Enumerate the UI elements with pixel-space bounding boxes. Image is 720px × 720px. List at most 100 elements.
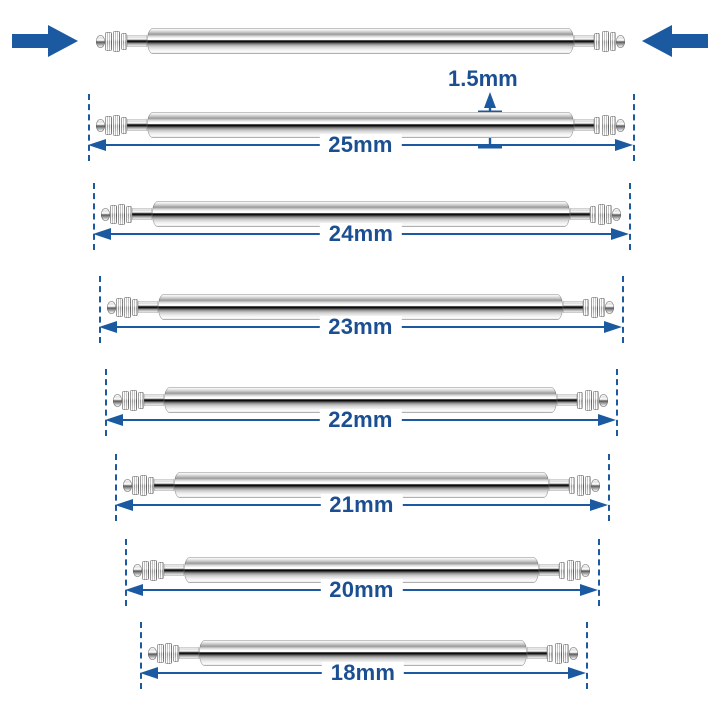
spring-bar-collar (559, 561, 565, 579)
arrow-right-icon (12, 25, 78, 57)
spring-bar-body (199, 640, 527, 666)
dimension-extension-line-right (622, 276, 624, 343)
spring-bar-tip (605, 300, 614, 314)
spring-bar-collar (576, 474, 584, 496)
spring-bar-collar (590, 296, 598, 318)
spring-bar-collar (139, 474, 147, 496)
spring-bar-collar (601, 30, 609, 52)
spring-bar-collar (147, 476, 154, 494)
dimension-line: 18mm (140, 662, 586, 684)
dimension-label: 23mm (319, 316, 402, 338)
spring-bar-collar (157, 643, 164, 663)
spring-bar-tip (96, 118, 105, 132)
dimension-line: 21mm (115, 494, 608, 516)
spring-bar-collar (594, 116, 600, 134)
dimension-arrowhead-right (580, 584, 598, 596)
dimension-arrowhead-right (604, 321, 622, 333)
dimension-extension-line-right (598, 539, 600, 606)
spring-bar-shaft (549, 479, 569, 491)
dimension-extension-line-left (93, 183, 95, 250)
spring-bar-graphic (148, 634, 578, 672)
spring-bar-collar (609, 115, 616, 135)
dimension-label: 24mm (319, 223, 403, 245)
spring-bar-collar (562, 643, 569, 663)
dimension-extension-line-left (88, 94, 90, 161)
thickness-label: 1.5mm (448, 66, 518, 91)
spring-bar (133, 551, 590, 589)
spring-bar (107, 288, 614, 326)
spring-bar-tip (123, 478, 132, 492)
dimension-arrowhead-right (598, 414, 616, 426)
dimension-line: 20mm (125, 579, 598, 601)
spring-bar-body (174, 472, 549, 498)
spring-bar-tip (107, 300, 116, 314)
spring-bar-collar (584, 389, 592, 411)
dimension-arrowhead-left (93, 228, 111, 240)
dimension-arrowhead-right (611, 228, 629, 240)
spring-bar-collar (112, 114, 120, 136)
spring-bar-tip (616, 34, 625, 48)
spring-bar-body (164, 387, 557, 413)
spring-bar-shaft (127, 35, 147, 47)
spring-bar-tip (148, 646, 157, 660)
thickness-arrowhead-up (484, 92, 496, 108)
dimension-arrowhead-left (105, 414, 123, 426)
spring-bar-tip (599, 393, 608, 407)
spring-bar (113, 381, 608, 419)
spring-bar-collar (122, 390, 129, 410)
spring-bar-tip (96, 34, 105, 48)
spring-bar-collar (105, 115, 112, 135)
spring-bar-collar (157, 561, 164, 579)
spring-bar-tip (612, 207, 621, 221)
spring-bar-collar (597, 203, 605, 225)
dimension-arrowhead-left (88, 139, 106, 151)
dimension-arrowhead-left (99, 321, 117, 333)
spring-bar-shaft (164, 564, 184, 576)
spring-bar-collar (120, 116, 127, 134)
spring-bar-collar (601, 114, 609, 136)
dimension-extension-line-left (140, 622, 142, 689)
spring-bar-shaft (127, 119, 147, 131)
dimension-label: 20mm (320, 579, 403, 601)
spring-bar-shaft (154, 479, 174, 491)
spring-bar-collar (149, 559, 157, 581)
dimension-extension-line-right (629, 183, 631, 250)
dimension-label: 22mm (319, 409, 402, 431)
spring-bar-tip (591, 478, 600, 492)
push-arrow-left (12, 23, 78, 64)
spring-bar (96, 22, 625, 60)
dimension-extension-line-right (608, 454, 610, 521)
spring-bar-collar (566, 559, 574, 581)
spring-bar-shaft (539, 564, 559, 576)
spring-bar-collar (112, 30, 120, 52)
spring-bar-graphic (101, 195, 621, 233)
spring-bar-collar (110, 204, 117, 224)
spring-bar-collar (592, 390, 599, 410)
spring-bar-collar (574, 560, 581, 580)
spring-bar-collar (137, 391, 144, 409)
spring-bar-shaft (574, 119, 594, 131)
dimension-arrowhead-right (615, 139, 633, 151)
spring-bar-collar (164, 642, 172, 664)
spring-bar-collar (129, 389, 137, 411)
spring-bar-shaft (144, 394, 164, 406)
dimension-arrowhead-left (140, 667, 158, 679)
spring-bar-collar (554, 642, 562, 664)
spring-bar-body (152, 201, 570, 227)
spring-bar-graphic (107, 288, 614, 326)
spring-bar-body (184, 557, 539, 583)
spring-bar-collar (142, 560, 149, 580)
spring-bar-collar (577, 391, 583, 409)
spring-bar-collar (594, 32, 600, 50)
spring-bar-collar (125, 205, 132, 223)
spring-bar-body (147, 112, 574, 138)
dimension-extension-line-left (125, 539, 127, 606)
spring-bar-collar (547, 644, 553, 662)
spring-bar (148, 634, 578, 672)
dimension-extension-line-right (616, 369, 618, 436)
dimension-arrowhead-right (590, 499, 608, 511)
spring-bar (96, 106, 625, 144)
spring-bar-collar (605, 204, 612, 224)
dimension-line: 22mm (105, 409, 616, 431)
